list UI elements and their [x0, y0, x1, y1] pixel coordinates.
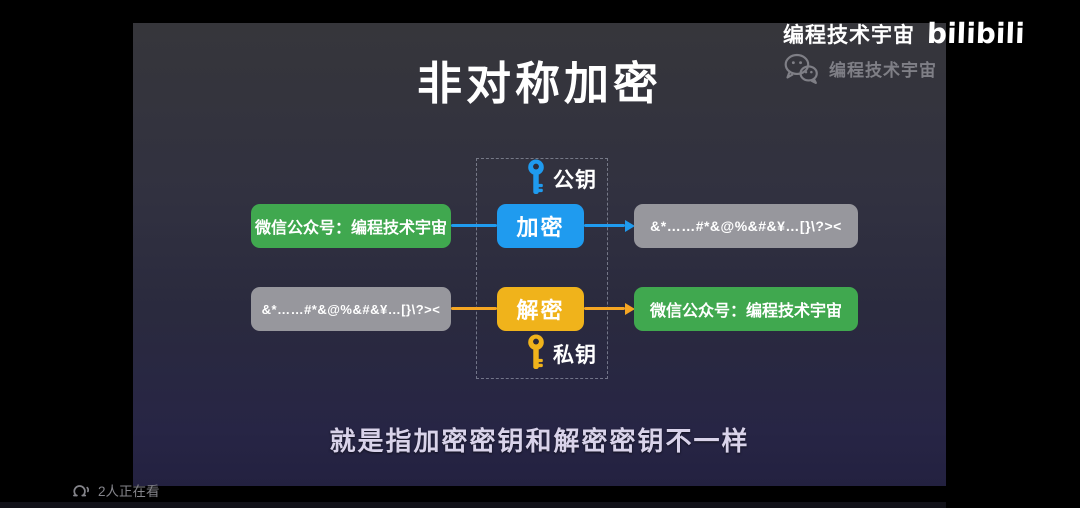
private-key-label: 私钥	[553, 344, 597, 367]
arrow-ciphertext-to-decrypt	[451, 307, 497, 310]
encrypt-box: 加密	[497, 204, 584, 248]
video-subtitle: 就是指加密密钥和解密密钥不一样	[329, 426, 750, 456]
viewers-status: 2人正在看	[72, 480, 160, 500]
ciphertext-source-box: &*……#*&@%&#&¥…[}\?><	[251, 287, 451, 331]
wechat-icon	[784, 53, 818, 84]
page-title: 非对称加密	[416, 58, 662, 109]
arrow-head-encrypt-icon	[625, 219, 635, 232]
watching-icon	[73, 485, 90, 497]
watermark-wechat: 编程技术宇宙	[783, 52, 937, 85]
arrow-decrypt-to-plaintext	[584, 307, 625, 310]
public-key-label: 公钥	[553, 169, 597, 192]
arrow-encrypt-to-ciphertext	[584, 224, 625, 227]
plaintext-output-box: 微信公众号：编程技术宇宙	[634, 287, 858, 331]
ciphertext-output-box: &*……#*&@%&#&¥…[}\?><	[634, 204, 858, 248]
private-key-icon	[528, 334, 544, 370]
bilibili-logo: bilibili	[926, 17, 1026, 50]
wechat-account-name: 编程技术宇宙	[829, 61, 937, 80]
channel-name-watermark: 编程技术宇宙	[783, 23, 915, 47]
slide-background: 非对称加密 公钥 微信公众号：编程技术宇宙 加密 &*……#*&@%&#&¥…[…	[133, 23, 946, 486]
watermark-top: 编程技术宇宙 bilibili	[783, 17, 1025, 50]
key-operations-dashed-box	[476, 158, 608, 379]
arrow-head-decrypt-icon	[625, 302, 635, 315]
watching-count-text: 2人正在看	[98, 484, 160, 499]
decrypt-box: 解密	[497, 287, 584, 331]
bottom-progress-strip	[0, 502, 946, 508]
public-key-icon	[528, 159, 544, 195]
plaintext-source-box: 微信公众号：编程技术宇宙	[251, 204, 451, 248]
arrow-plaintext-to-encrypt	[451, 224, 497, 227]
